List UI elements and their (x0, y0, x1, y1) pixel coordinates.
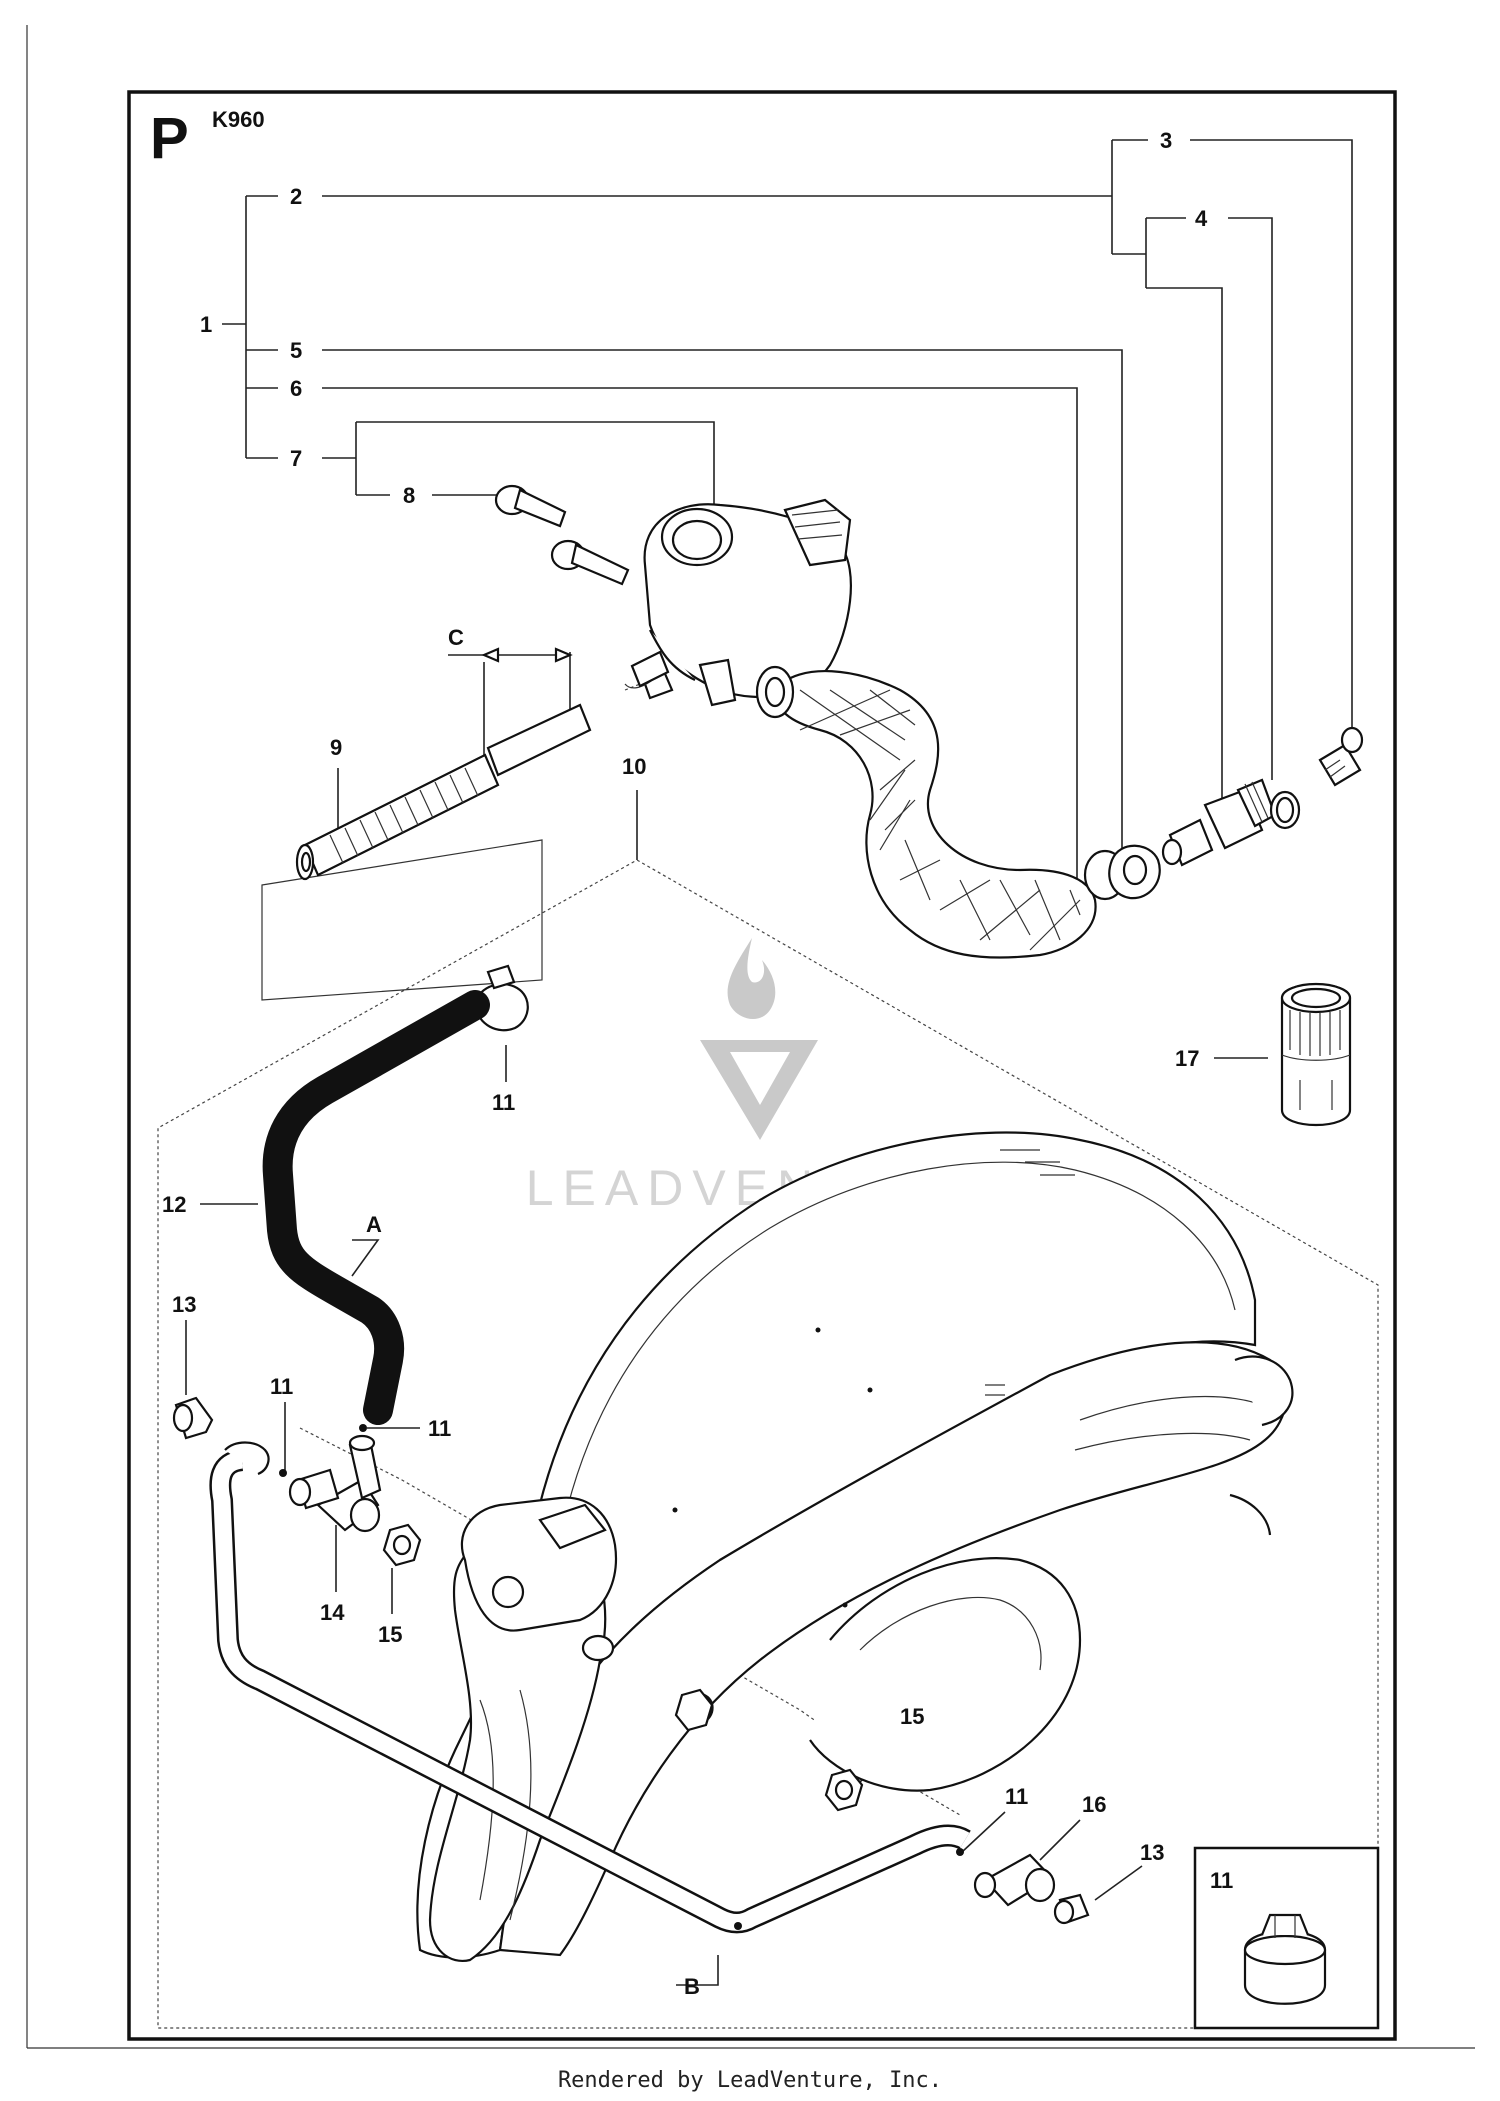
callout-labels: 1 2 3 4 5 6 7 8 9 10 11 12 13 11 11 14 1… (162, 128, 1233, 1999)
t-fitting-icon (279, 1424, 382, 1533)
connector-b: B (684, 1974, 700, 1999)
callout-13-right: 13 (1140, 1840, 1164, 1865)
connector-part-icon (1108, 726, 1364, 900)
callout-11-mid: 11 (428, 1416, 451, 1441)
connector-a: A (366, 1212, 382, 1237)
assembly-outline (157, 683, 1379, 2029)
inset-box (1193, 1846, 1380, 2030)
blade-guard-icon (416, 1131, 1294, 1963)
nut-part-icon (382, 1523, 864, 1812)
callout-2: 2 (290, 184, 302, 209)
callout-8: 8 (403, 483, 415, 508)
callout-17: 17 (1175, 1046, 1199, 1071)
callout-9: 9 (330, 735, 342, 760)
leader-lines (185, 139, 1353, 1986)
callout-11-right: 11 (1005, 1784, 1028, 1809)
pipe-sleeve-icon (295, 650, 670, 881)
screw-part-icon (494, 484, 630, 586)
callout-15-left: 15 (378, 1622, 402, 1647)
diagram-frame (127, 90, 1397, 2041)
callout-13-left: 13 (172, 1292, 196, 1317)
callout-3: 3 (1160, 128, 1172, 153)
elbow-fitting-icon (734, 1848, 1056, 1930)
plug-part-icon (172, 1396, 1090, 1925)
callout-16: 16 (1082, 1792, 1106, 1817)
callout-11-upper: 11 (492, 1090, 515, 1115)
callout-7: 7 (290, 446, 302, 471)
connector-c: C (448, 625, 464, 650)
callout-5: 5 (290, 338, 302, 363)
callout-1: 1 (200, 312, 212, 337)
callout-10: 10 (622, 754, 646, 779)
callout-6: 6 (290, 376, 302, 401)
section-letter: P (150, 106, 189, 171)
valve-handle-icon (624, 498, 852, 707)
callout-15-right: 15 (900, 1704, 924, 1729)
black-hose-icon (262, 990, 490, 1425)
callout-4: 4 (1195, 206, 1208, 231)
water-hose-icon (755, 665, 1127, 959)
model-name: K960 (212, 107, 265, 132)
inset-label: 11 (1210, 1868, 1233, 1893)
callout-11-left: 11 (270, 1374, 293, 1399)
callout-14: 14 (320, 1600, 345, 1625)
footer-credit: Rendered by LeadVenture, Inc. (557, 2068, 943, 2093)
watermark-logo-icon (700, 938, 818, 1140)
water-tube-icon (209, 1441, 971, 1934)
coupling-part-icon (1280, 982, 1352, 1126)
hose-clamp-icon (473, 964, 529, 1032)
callout-12: 12 (162, 1192, 186, 1217)
